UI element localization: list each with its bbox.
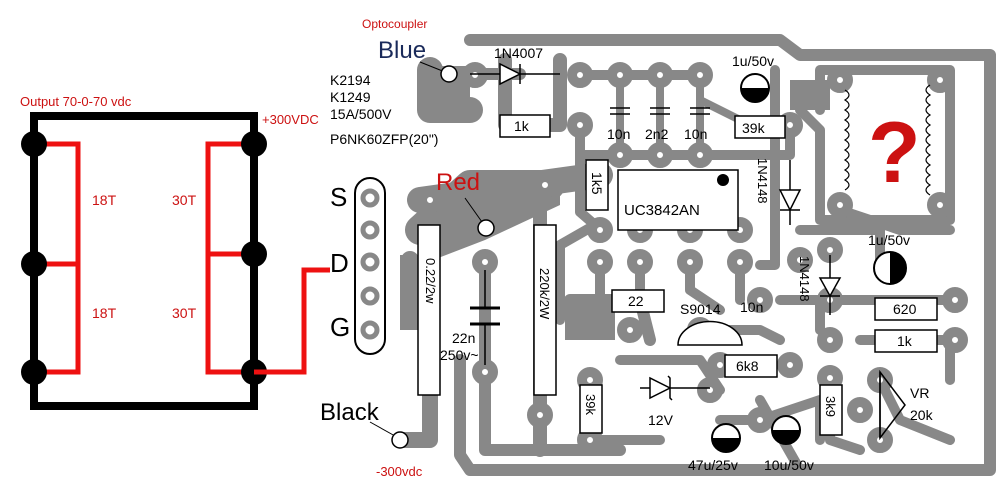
r022-label: 0.22/2w [423, 258, 438, 304]
primary-terminal-top [241, 131, 267, 157]
vr-value-label: 20k [910, 407, 934, 423]
vr-label: VR [910, 385, 929, 401]
mosfet-part-3: 15A/500V [330, 106, 392, 122]
c47u-label: 47u/25v [688, 457, 738, 473]
transformer-frame [30, 112, 258, 410]
primary-turns-top: 30T [172, 192, 197, 208]
pcb-transformer-coils [843, 84, 932, 196]
optocoupler-label: Optocoupler [362, 17, 427, 31]
red-wire-label: Red [436, 169, 480, 196]
d1-label: 1N4007 [494, 45, 543, 61]
pcb-components: 1N4007 1k 10n 2n2 10n 39k 1u/50v 1k5 UC3… [417, 45, 938, 473]
diode-1n4007: 1N4007 [470, 45, 560, 86]
mosfet-pin-d: D [330, 248, 349, 278]
c10u-label: 10u/50v [764, 457, 814, 473]
wire-callouts: Optocoupler Blue Red Black -300vdc [320, 17, 495, 479]
mosfet-part-list: K2194 K1249 15A/500V P6NK60ZFP(20") [330, 72, 438, 147]
secondary-terminal-top [21, 131, 47, 157]
capacitor-47u: 47u/25v [688, 423, 741, 473]
resistor-1k-top [499, 114, 551, 138]
capacitor-1u-top: 1u/50v [732, 53, 774, 103]
resistor-39k-top [734, 115, 786, 139]
secondary-terminal-center [21, 251, 47, 277]
diode-1n4148-b: 1N4148 [797, 255, 842, 315]
c2n2-label: 2n2 [645, 126, 669, 142]
zener-label: 12V [648, 412, 674, 428]
capacitor-plates-top [610, 107, 710, 115]
transistor-s9014 [677, 320, 743, 346]
black-wire-label: Black [320, 399, 380, 426]
red-wire-pad [477, 219, 495, 237]
r39k-top-label: 39k [742, 120, 766, 136]
unknown-transformer-mark: ? [868, 105, 921, 201]
d1n4148-b-label: 1N4148 [797, 256, 812, 302]
mosfet-pin-s: S [330, 182, 347, 212]
c10n-c-label: 10n [740, 299, 763, 315]
ic-pin1-dot [717, 174, 729, 186]
q-label: S9014 [680, 301, 721, 317]
capacitor-1u-right: 1u/50v [868, 232, 910, 285]
resistor-1k-right [874, 329, 938, 353]
c1u-top-label: 1u/50v [732, 53, 774, 69]
blue-wire-pad [440, 65, 458, 83]
c22n-voltage-label: 250v~ [440, 347, 479, 363]
r1k-top-label: 1k [514, 118, 530, 134]
drain-wire [254, 267, 330, 375]
resistor-1k5 [585, 159, 609, 211]
blue-wire-label: Blue [378, 37, 426, 64]
r1k-right-label: 1k [897, 333, 913, 349]
primary-turns-bottom: 30T [172, 305, 197, 321]
resistor-6k8 [724, 354, 778, 378]
c22n-label: 22n [452, 330, 475, 346]
mosfet-pin-strip: S D G [330, 177, 386, 355]
transformer-diagram: Output 70-0-70 vdc +300VDC 18T 18T 30T 3… [20, 94, 330, 410]
r39k-bottom-label: 39k [583, 394, 598, 415]
resistor-22 [611, 289, 665, 313]
resistor-620 [874, 297, 938, 321]
primary-terminal-center [241, 241, 267, 267]
trimmer-vr-20k: VR 20k [879, 369, 934, 441]
minus-300vdc-label: -300vdc [376, 464, 423, 479]
r620-label: 620 [893, 301, 917, 317]
mosfet-pin-g: G [330, 312, 350, 342]
c10n-b-label: 10n [684, 126, 707, 142]
black-wire-pad [391, 431, 409, 449]
r22-label: 22 [628, 293, 644, 309]
c1u-right-label: 1u/50v [868, 232, 910, 248]
r220k-label: 220k/2W [537, 268, 552, 320]
d1n4148-a-label: 1N4148 [755, 158, 770, 204]
secondary-terminal-bottom [21, 359, 47, 385]
zener-12v: 12V [640, 375, 710, 428]
ic-label: UC3842AN [624, 202, 700, 219]
r1k5-label: 1k5 [589, 172, 605, 195]
capacitor-10u: 10u/50v [764, 415, 814, 473]
secondary-winding-top [34, 141, 81, 267]
resistor-220k-2w [533, 224, 557, 396]
mosfet-part-2: K1249 [330, 89, 371, 105]
primary-winding-bottom [205, 251, 254, 375]
plus-300vdc-label: +300VDC [262, 112, 319, 127]
primary-winding-top [205, 141, 254, 257]
output-voltage-label: Output 70-0-70 vdc [20, 94, 132, 109]
c10n-a-label: 10n [607, 126, 630, 142]
pcb-traces [392, 34, 996, 476]
mosfet-part-1: K2194 [330, 72, 371, 88]
r6k8-label: 6k8 [736, 358, 759, 374]
mosfet-part-4: P6NK60ZFP(20") [330, 131, 438, 147]
capacitor-22n: 22n 250v~ [440, 270, 500, 365]
resistor-022-2w [417, 224, 441, 396]
secondary-turns-bottom: 18T [92, 305, 117, 321]
resistor-3k9 [819, 384, 843, 436]
secondary-winding-bottom [34, 261, 81, 375]
resistor-39k-bottom [579, 384, 603, 434]
diode-1n4148-a: 1N4148 [755, 158, 802, 225]
secondary-turns-top: 18T [92, 192, 117, 208]
r3k9-label: 3k9 [823, 396, 838, 417]
